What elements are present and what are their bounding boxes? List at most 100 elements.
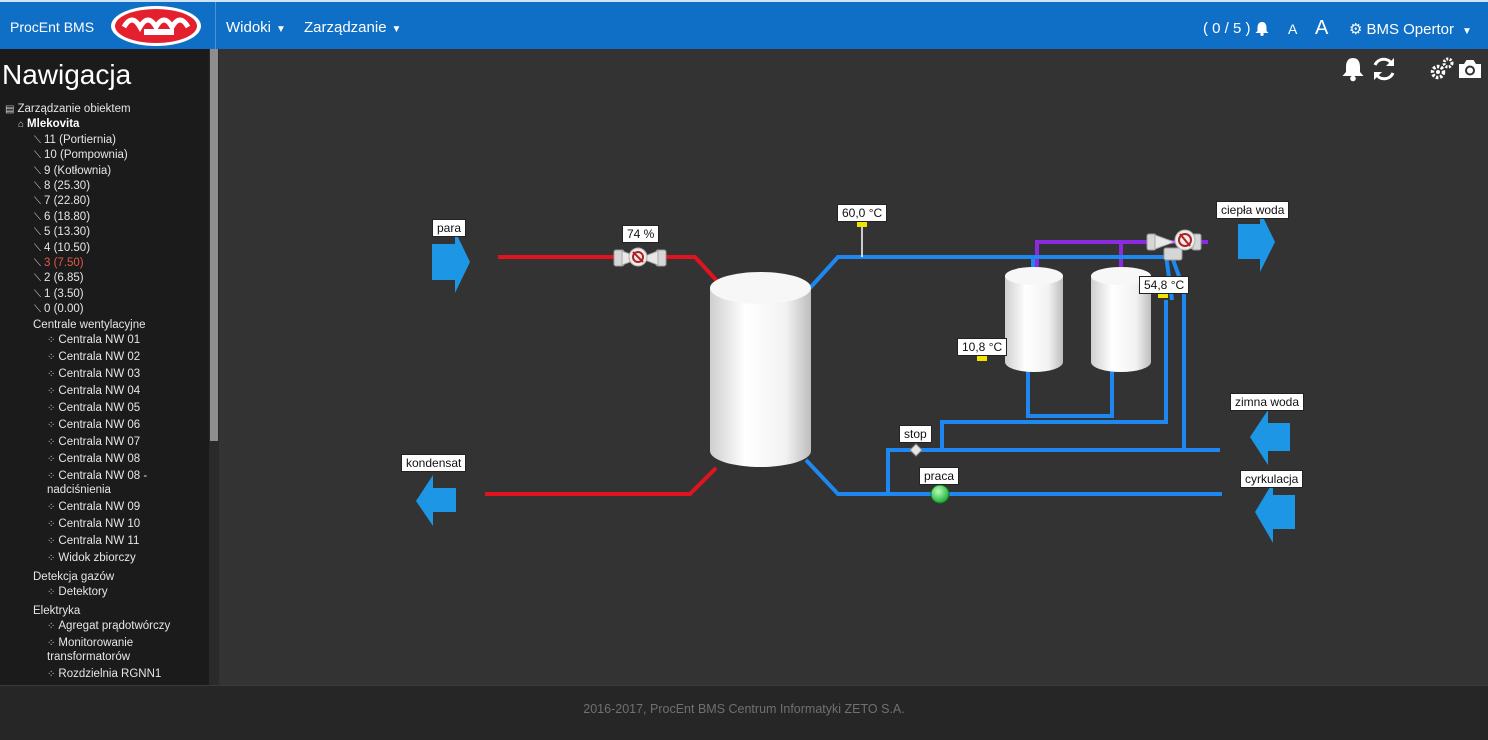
tree-elec-item[interactable]: ⁘Agregat prądotwórczy	[47, 620, 170, 633]
condensate-pipe	[485, 466, 718, 496]
fan-icon: ⁘	[47, 385, 56, 397]
arrow-left-icon	[1255, 482, 1295, 543]
temp-sensor-supply[interactable]	[857, 220, 867, 227]
tree-floor[interactable]: ⟍7 (22.80)	[34, 195, 90, 208]
tree-group-vent[interactable]: Centrale wentylacyjne	[33, 319, 146, 332]
mixing-valve[interactable]	[1146, 229, 1202, 261]
footer: 2016-2017, ProcEnt BMS Centrum Informaty…	[0, 685, 1488, 740]
tree-floor[interactable]: ⟍6 (18.80)	[34, 211, 90, 224]
tree-vent-item[interactable]: ⁘Centrala NW 05	[47, 402, 140, 415]
tree-floor[interactable]: ⟍10 (Pompownia)	[34, 149, 128, 162]
tree-vent-item[interactable]: ⁘Centrala NW 03	[47, 368, 140, 381]
tree-floor[interactable]: ⟍4 (10.50)	[34, 242, 90, 255]
tree-group-elec[interactable]: Elektryka	[33, 605, 80, 618]
tree-item-label: transformatorów	[47, 650, 131, 663]
tree-vent-item[interactable]: ⁘Centrala NW 10	[47, 518, 140, 531]
tree-floor[interactable]: ⟍8 (25.30)	[34, 180, 90, 193]
tree-item-label: Centrala NW 10	[58, 517, 141, 530]
tree-vent-item[interactable]: ⁘Centrala NW 09	[47, 501, 140, 514]
hot-water-tank-1[interactable]	[1005, 267, 1063, 372]
tree-item-label: nadciśnienia	[47, 483, 111, 496]
steam-control-valve[interactable]	[613, 247, 667, 267]
tree-floor[interactable]: ⟍9 (Kotłownia)	[34, 165, 111, 178]
temp-sensor-tank1[interactable]	[977, 354, 987, 361]
navbar-divider	[215, 2, 216, 49]
tree-floor[interactable]: ⟍2 (6.85)	[34, 272, 84, 285]
tree-item-label: Centrala NW 03	[58, 367, 141, 380]
font-size-small-button[interactable]: A	[1288, 21, 1298, 37]
tree-floor[interactable]: ⟍11 (Portiernia)	[34, 134, 116, 147]
tree-item-label: 4 (10.50)	[44, 241, 91, 254]
chevron-down-icon: ▼	[1461, 26, 1472, 37]
arrow-right-icon	[1238, 211, 1275, 272]
temp-sensor-hot[interactable]	[1158, 291, 1168, 298]
fan-icon: ⁘	[47, 535, 56, 547]
temp-readout-hot[interactable]: 54,8 °C	[1139, 276, 1190, 294]
tree-floor[interactable]: ⟍0 (0.00)	[34, 303, 84, 316]
pump-status-readout[interactable]: praca	[919, 467, 960, 485]
tree-site[interactable]: ⌂Mlekovita	[18, 118, 79, 131]
fan-icon: ⁘	[47, 501, 56, 513]
floor-icon: ⟍	[34, 242, 41, 254]
tree-vent-item[interactable]: ⁘Centrala NW 11	[47, 535, 139, 548]
fan-icon: ⁘	[47, 668, 56, 680]
tree-item-label: Centrala NW 11	[58, 534, 140, 547]
tree-vent-item[interactable]: ⁘Centrala NW 08	[47, 453, 140, 466]
font-size-large-button[interactable]: A	[1315, 17, 1329, 39]
camera-icon[interactable]	[1456, 55, 1484, 83]
alarm-counter[interactable]: ( 0 / 5 )	[1203, 20, 1251, 37]
label-ciepla-woda: ciepła woda	[1216, 201, 1290, 219]
tree-vent-item[interactable]: ⁘Centrala NW 07	[47, 436, 140, 449]
tree-vent-item[interactable]: ⁘Centrala NW 06	[47, 419, 140, 432]
temp-readout-tank1[interactable]: 10,8 °C	[957, 338, 1008, 356]
sidebar-title: Nawigacja	[2, 59, 132, 90]
menu-zarzadzanie[interactable]: Zarządzanie▼	[304, 19, 402, 36]
tree-item-label: 7 (22.80)	[44, 195, 91, 208]
bell-icon[interactable]	[1339, 55, 1367, 83]
tree-floor[interactable]: ⟍3 (7.50)	[34, 257, 84, 270]
user-menu[interactable]: ⚙BMS Opertor▼	[1349, 21, 1472, 38]
fan-icon: ⁘	[47, 402, 56, 414]
tree-vent-item[interactable]: ⁘Centrala NW 02	[47, 351, 140, 364]
tree-vent-item[interactable]: ⁘Centrala NW 01	[47, 334, 140, 347]
fan-icon: ⁘	[47, 620, 56, 632]
tree-floor[interactable]: ⟍1 (3.50)	[34, 288, 84, 301]
bell-icon[interactable]	[1254, 21, 1270, 36]
tree-root[interactable]: ▤Zarządzanie obiektem	[5, 103, 131, 116]
tree-vent-item[interactable]: ⁘Centrala NW 04	[47, 385, 140, 398]
tree-item-label: Monitorowanie	[58, 636, 134, 649]
valve-position-readout[interactable]: 74 %	[622, 225, 660, 243]
tree-item-label: 10 (Pompownia)	[44, 149, 128, 162]
menu-widoki[interactable]: Widoki▼	[226, 19, 286, 36]
fan-icon: ⁘	[47, 518, 56, 530]
tree-item-label: Centrala NW 01	[58, 333, 141, 346]
refresh-icon[interactable]	[1370, 55, 1398, 83]
tree-group-gas[interactable]: Detekcja gazów	[33, 571, 114, 584]
floor-icon: ⟍	[34, 258, 41, 269]
tree-elec-item[interactable]: transformatorów	[47, 651, 130, 664]
app-name[interactable]: ProcEnt BMS	[10, 19, 95, 35]
arrow-left-icon	[416, 475, 456, 526]
tree-item-label: Detekcja gazów	[33, 570, 115, 583]
building-icon: ▤	[5, 104, 15, 115]
main-heat-exchanger-tank[interactable]	[710, 272, 811, 467]
sidebar-scrollbar-thumb[interactable]	[210, 49, 218, 441]
tree-vent-item[interactable]: ⁘Widok zbiorczy	[47, 552, 136, 565]
tree-item-label: Centrala NW 07	[58, 435, 141, 448]
tree-item-label: Mlekovita	[27, 118, 80, 131]
tree-item-label: Widok zbiorczy	[58, 551, 136, 564]
gears-icon[interactable]	[1428, 55, 1456, 83]
tree-elec-item[interactable]: ⁘Monitorowanie	[47, 637, 133, 650]
tree-item-label: Detektory	[58, 585, 108, 598]
tree-vent-item[interactable]: ⁘Centrala NW 08 -	[47, 470, 147, 483]
tree-elec-item[interactable]: ⁘Rozdzielnia RGNN1	[47, 668, 161, 681]
temp-readout-supply[interactable]: 60,0 °C	[837, 204, 888, 222]
tree-vent-item[interactable]: nadciśnienia	[47, 484, 111, 497]
tree-item-label: Centrala NW 08 -	[58, 469, 148, 482]
tree-item-label: Centrala NW 09	[58, 500, 141, 513]
tree-floor[interactable]: ⟍5 (13.30)	[34, 226, 90, 239]
circulation-pump[interactable]	[930, 484, 950, 504]
tree-gas-item[interactable]: ⁘Detektory	[47, 586, 108, 599]
label-cyrkulacja: cyrkulacja	[1240, 470, 1304, 488]
tree-item-label: 5 (13.30)	[44, 226, 91, 239]
